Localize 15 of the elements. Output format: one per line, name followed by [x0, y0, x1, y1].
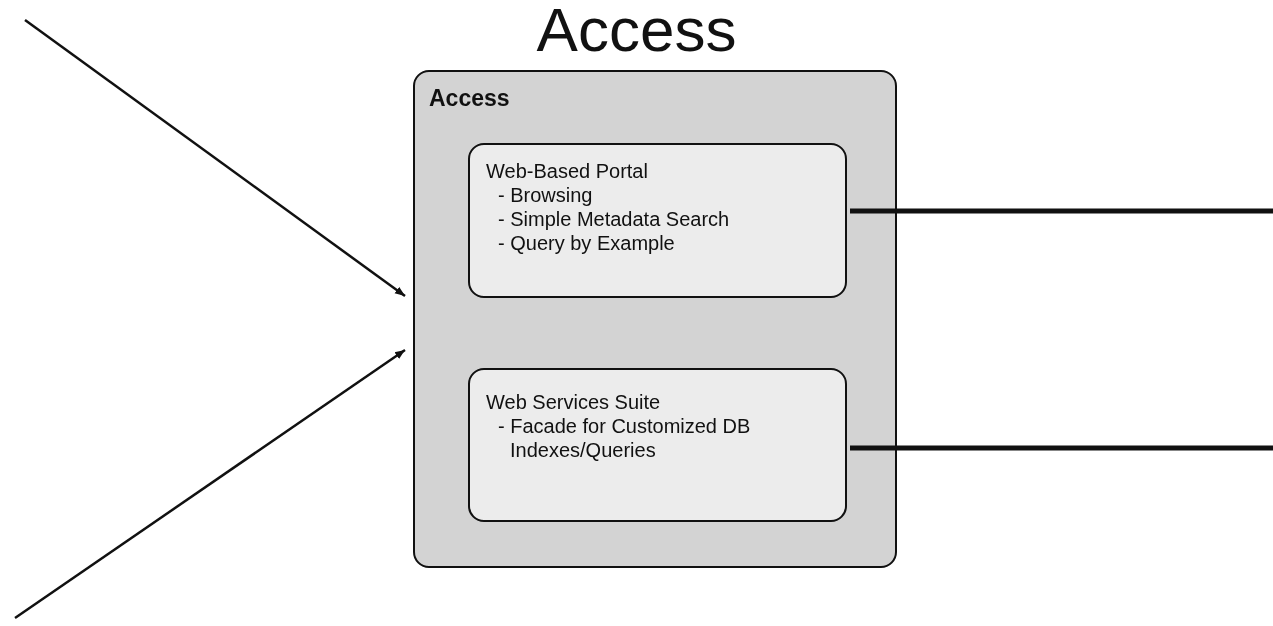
container-panel: [413, 70, 897, 568]
diagram-title: Access: [535, 0, 738, 65]
list-item: - Facade for Customized DB Indexes/Queries: [498, 414, 752, 462]
connector-line: [850, 208, 1273, 214]
component-box: [468, 368, 847, 522]
component-box: [468, 143, 847, 298]
connector-line: [850, 445, 1273, 451]
list-item: - Query by Example: [498, 231, 675, 255]
box-heading: Access: [429, 86, 510, 110]
list-item: - Simple Metadata Search: [498, 207, 730, 231]
list-item: - Browsing: [498, 183, 593, 207]
box-heading: Web Services Suite: [486, 390, 661, 414]
arrow: [24, 19, 406, 297]
box-heading: Web-Based Portal: [486, 159, 648, 183]
arrow: [14, 348, 406, 620]
